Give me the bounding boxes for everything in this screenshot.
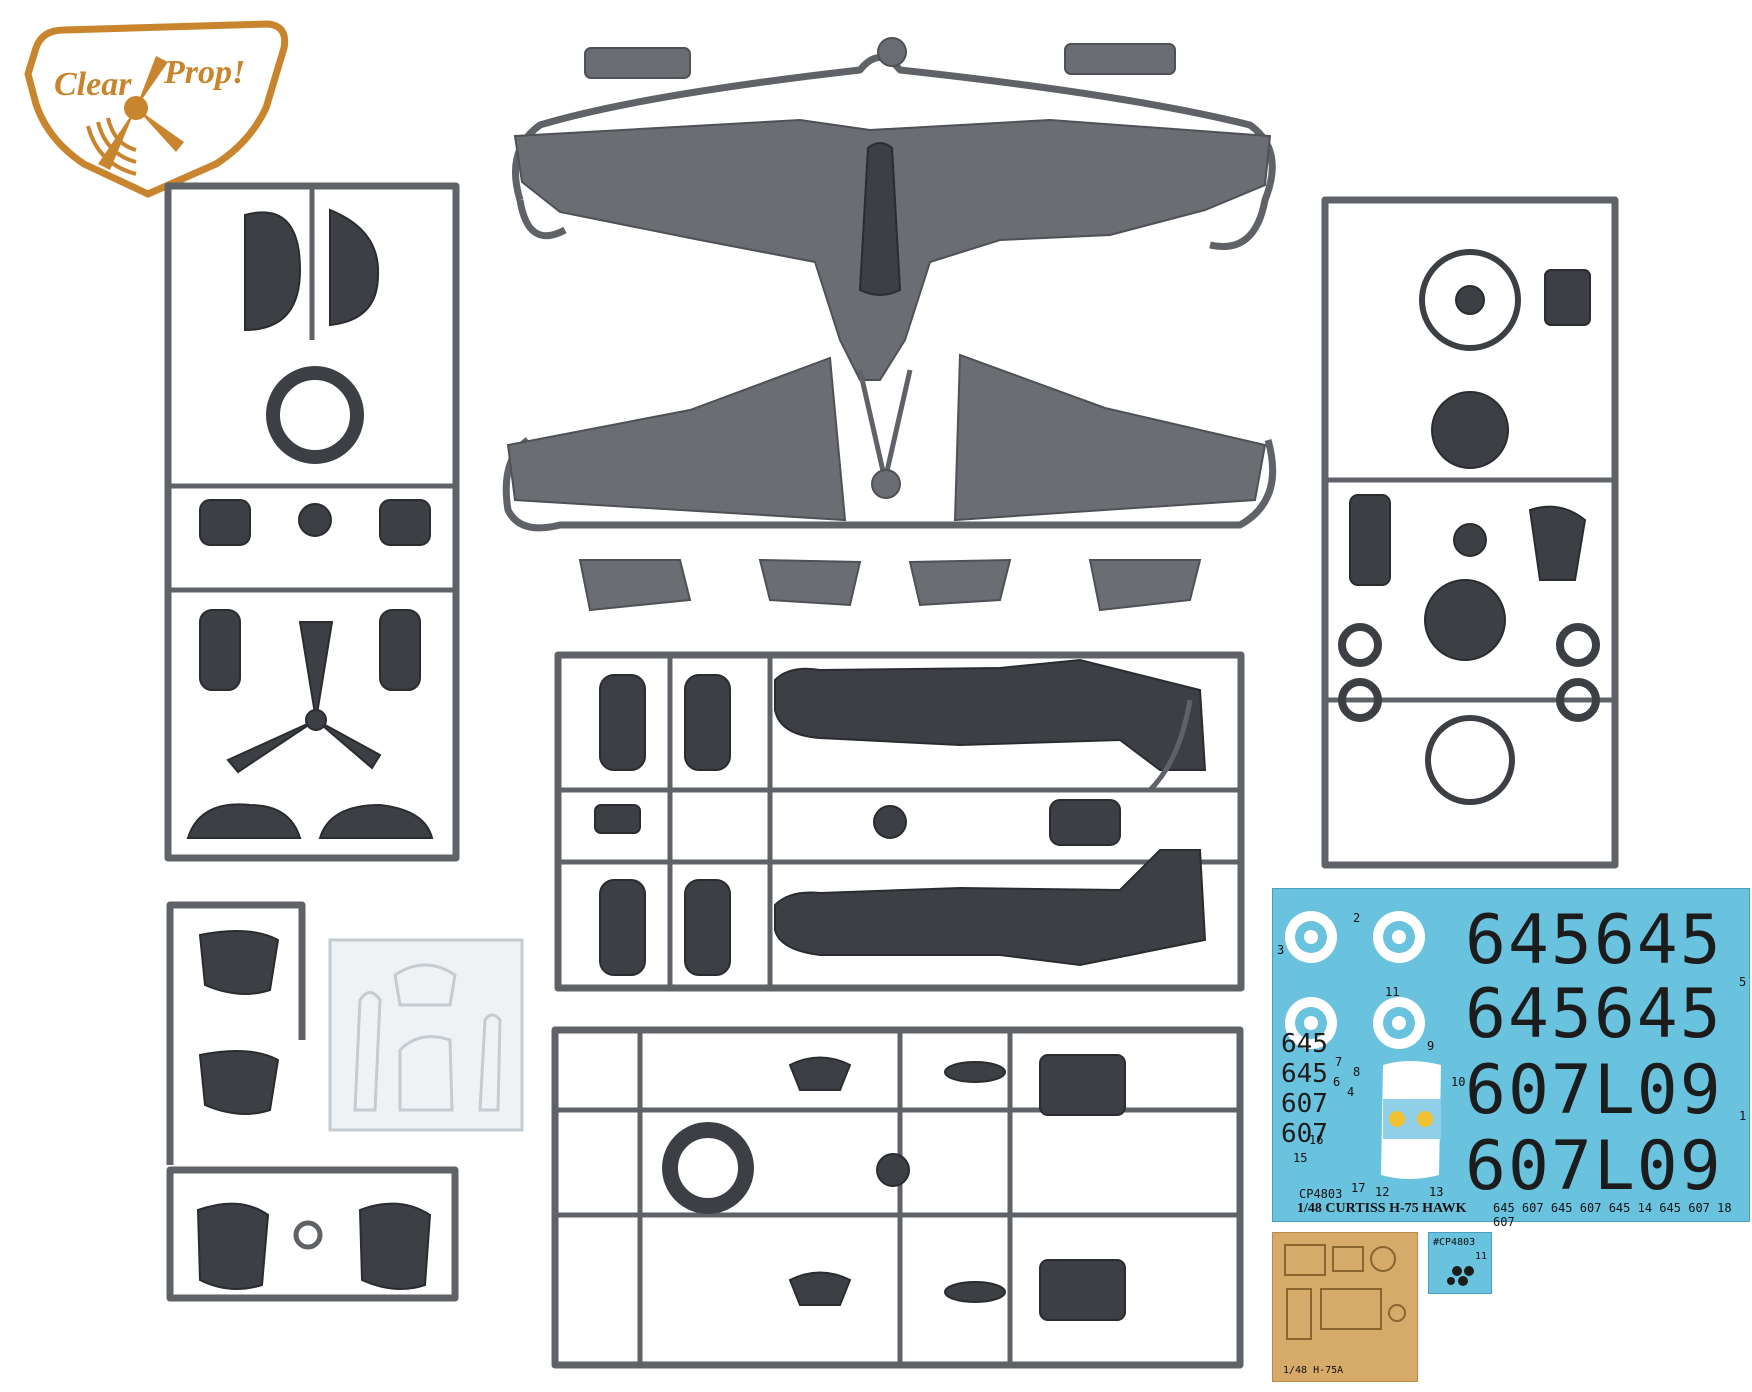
decal-roundels xyxy=(1285,911,1441,1179)
callout-7: 7 xyxy=(1335,1055,1343,1069)
callout-13: 13 xyxy=(1429,1185,1444,1199)
fuselage-half-bottom xyxy=(774,849,1207,967)
mask-callout: 11 xyxy=(1475,1251,1488,1262)
logo-badge-icon xyxy=(24,20,289,198)
callout-9: 9 xyxy=(1427,1039,1435,1053)
decal-small-number-3: 607 xyxy=(1281,1089,1328,1119)
callout-2: 2 xyxy=(1353,911,1361,925)
sprue-left-interior xyxy=(164,182,460,862)
decal-small-number-4: 607 xyxy=(1281,1119,1328,1149)
sprue-lower-wing xyxy=(502,353,1277,612)
lower-wing-right xyxy=(953,353,1267,522)
decal-small-number-2: 645 xyxy=(1281,1059,1328,1089)
callout-11: 11 xyxy=(1385,985,1400,999)
decal-sheet: 645645 645645 607L09 607L09 645 645 607 … xyxy=(1272,888,1750,1229)
roundel-icon xyxy=(1373,997,1425,1049)
callout-6: 6 xyxy=(1333,1075,1341,1089)
callout-3: 3 xyxy=(1277,943,1285,957)
photo-etch-parts-icon xyxy=(1284,1244,1406,1340)
decal-number-1: 645645 xyxy=(1465,901,1723,980)
callout-8: 8 xyxy=(1353,1065,1361,1079)
decal-number-2: 645645 xyxy=(1465,975,1723,1054)
mask-code: #CP4803 xyxy=(1433,1237,1476,1248)
fuselage-half-top xyxy=(774,658,1207,771)
decal-small-number-1: 645 xyxy=(1281,1029,1328,1059)
decal-title: 1/48 CURTISS H-75 HAWK xyxy=(1297,1201,1467,1216)
roundel-icon xyxy=(1285,997,1337,1049)
decal-number-4: 607L09 xyxy=(1465,1127,1723,1206)
clear-prop-logo: Clear Prop! xyxy=(18,14,300,208)
sprue-detail-bottom xyxy=(551,1026,1244,1369)
canopy-mask-sheet: #CP4803 11 xyxy=(1428,1232,1492,1294)
callout-16: 16 xyxy=(1309,1133,1324,1147)
photo-etch-label: 1/48 H-75A xyxy=(1283,1365,1344,1376)
callout-17: 17 xyxy=(1351,1181,1366,1195)
callout-15: 15 xyxy=(1293,1151,1308,1165)
callout-5: 5 xyxy=(1739,975,1747,989)
callout-1: 1 xyxy=(1739,1109,1747,1123)
logo-text-left: Clear xyxy=(54,66,132,103)
sprue-clear-canopy xyxy=(328,938,524,1132)
sprue-upper-wing xyxy=(512,37,1276,381)
callout-10: 10 xyxy=(1451,1075,1466,1089)
mask-pattern-icon xyxy=(1447,1266,1474,1286)
callout-4: 4 xyxy=(1347,1085,1355,1099)
callout-12: 12 xyxy=(1375,1185,1390,1199)
logo-text-right: Prop! xyxy=(164,54,246,91)
roundel-icon xyxy=(1373,911,1425,963)
sprue-engine-right xyxy=(1321,196,1619,869)
decal-product-code: CP4803 xyxy=(1299,1187,1343,1201)
decal-number-3: 607L09 xyxy=(1465,1051,1723,1130)
rudder-flag-icon xyxy=(1381,1061,1441,1179)
photo-etch-fret: 1/48 H-75A xyxy=(1272,1232,1418,1382)
sprue-fuselage xyxy=(554,651,1245,992)
roundel-icon xyxy=(1285,911,1337,963)
sprue-left-cowling xyxy=(166,901,459,1302)
decal-bottom-strip: 645 607 645 607 645 14 645 607 18 607 xyxy=(1493,1201,1732,1229)
lower-wing-left xyxy=(506,356,847,522)
